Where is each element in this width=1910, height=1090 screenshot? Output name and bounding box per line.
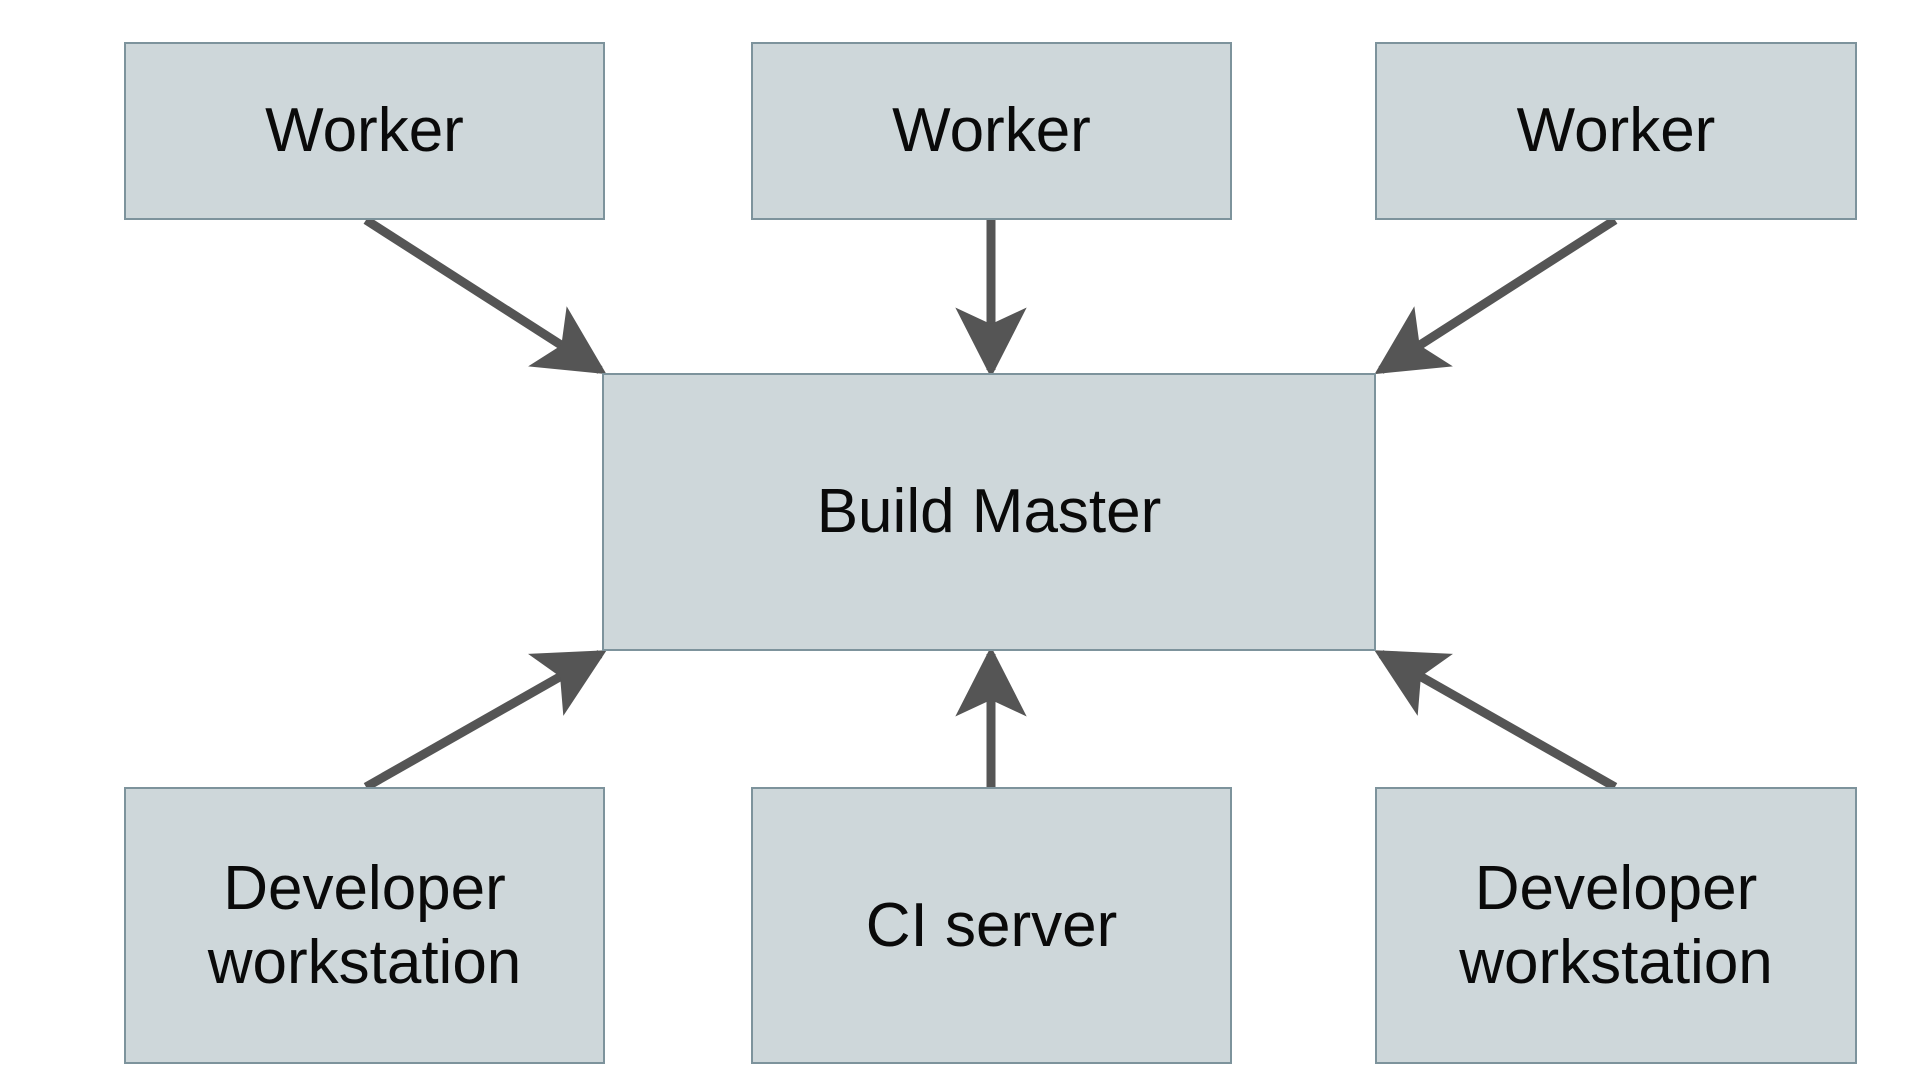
edge-worker-1-to-build-master (363, 216, 607, 375)
edge-dev-right-to-build-master (1374, 650, 1618, 791)
node-developer-workstation-right-label: Developer workstation (1459, 854, 1773, 997)
node-build-master-label: Build Master (816, 477, 1162, 547)
node-developer-workstation-left-label: Developer workstation (207, 854, 522, 997)
node-worker-1[interactable]: Worker (124, 42, 605, 220)
node-ci-server[interactable]: CI server (751, 787, 1232, 1064)
node-build-master[interactable]: Build Master (602, 373, 1376, 651)
node-worker-1-label: Worker (265, 96, 464, 166)
edge-worker-3-to-build-master (1374, 216, 1618, 375)
node-worker-2-label: Worker (892, 96, 1091, 166)
node-worker-3-label: Worker (1516, 96, 1716, 166)
edge-dev-left-to-build-master (363, 650, 607, 791)
node-developer-workstation-left[interactable]: Developer workstation (124, 787, 605, 1064)
node-developer-workstation-right[interactable]: Developer workstation (1375, 787, 1857, 1064)
node-worker-3[interactable]: Worker (1375, 42, 1857, 220)
node-worker-2[interactable]: Worker (751, 42, 1232, 220)
node-ci-server-label: CI server (865, 890, 1118, 960)
